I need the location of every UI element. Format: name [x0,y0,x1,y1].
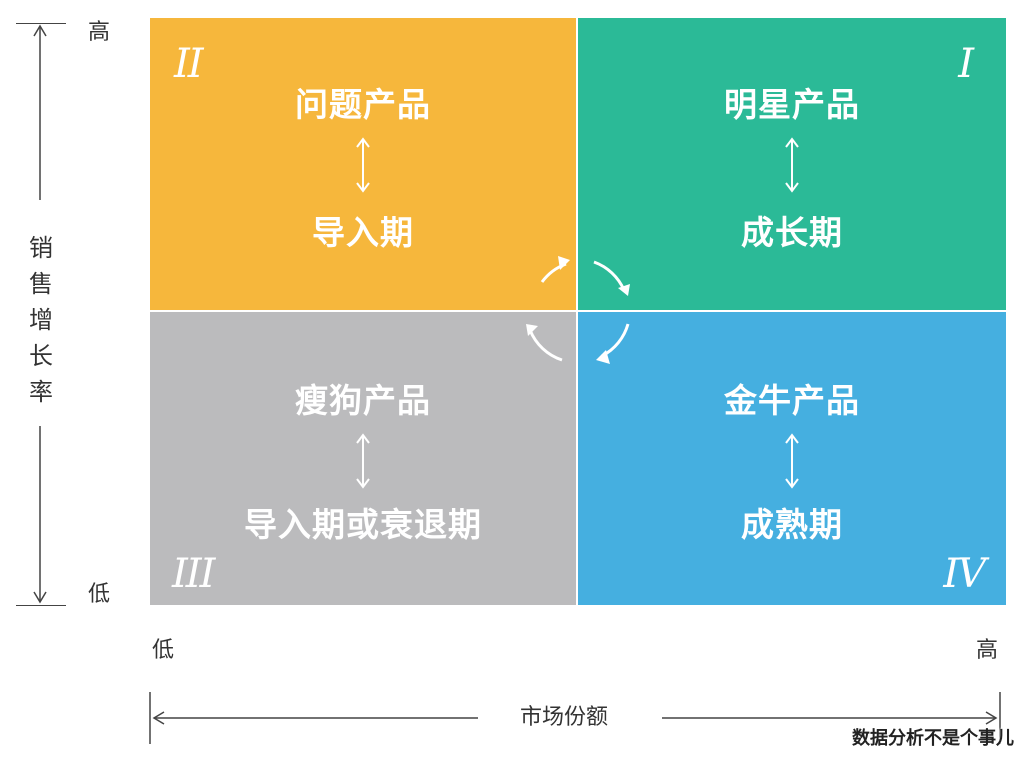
x-axis-high-label: 高 [976,638,999,663]
quadrant-stage-cash-cow: 成熟期 [741,505,843,544]
quadrant-dog-products: 瘦狗产品 导入期或衰退期 III [150,312,576,605]
y-axis-label: 销售增长率 [29,234,53,406]
y-axis-high-label: 高 [88,20,111,45]
double-arrow-icon [785,433,799,489]
watermark-text: 数据分析不是个事儿 [852,728,1014,749]
y-axis-arrows [33,24,47,604]
quadrant-title-cash-cow: 金牛产品 [724,381,860,420]
quadrant-title-question: 问题产品 [295,85,431,124]
quadrant-stage-dog: 导入期或衰退期 [244,505,482,544]
quadrant-cash-cow-products: 金牛产品 成熟期 IV [578,312,1006,605]
quadrant-stage-question: 导入期 [312,213,414,252]
quadrant-title-dog: 瘦狗产品 [295,381,431,420]
quadrant-numeral-iv: IV [943,551,986,597]
double-arrow-icon [785,137,799,193]
quadrant-star-products: I 明星产品 成长期 [578,18,1006,310]
y-axis-bottom-tick [16,605,66,606]
quadrant-numeral-i: I [958,41,974,87]
quadrant-title-star: 明星产品 [724,85,860,124]
quadrant-numeral-iii: III [172,551,215,597]
x-axis-arrows [149,692,1001,744]
cycle-arrows-icon [526,256,630,364]
x-axis-label: 市场份额 [520,705,609,730]
quadrant-question-products: II 问题产品 导入期 [150,18,576,310]
y-axis-low-label: 低 [88,582,111,607]
quadrant-numeral-ii: II [174,41,204,87]
double-arrow-icon [356,433,370,489]
quadrant-stage-star: 成长期 [741,213,843,252]
double-arrow-icon [356,137,370,193]
x-axis-low-label: 低 [152,638,175,663]
y-axis-top-tick [16,23,66,24]
